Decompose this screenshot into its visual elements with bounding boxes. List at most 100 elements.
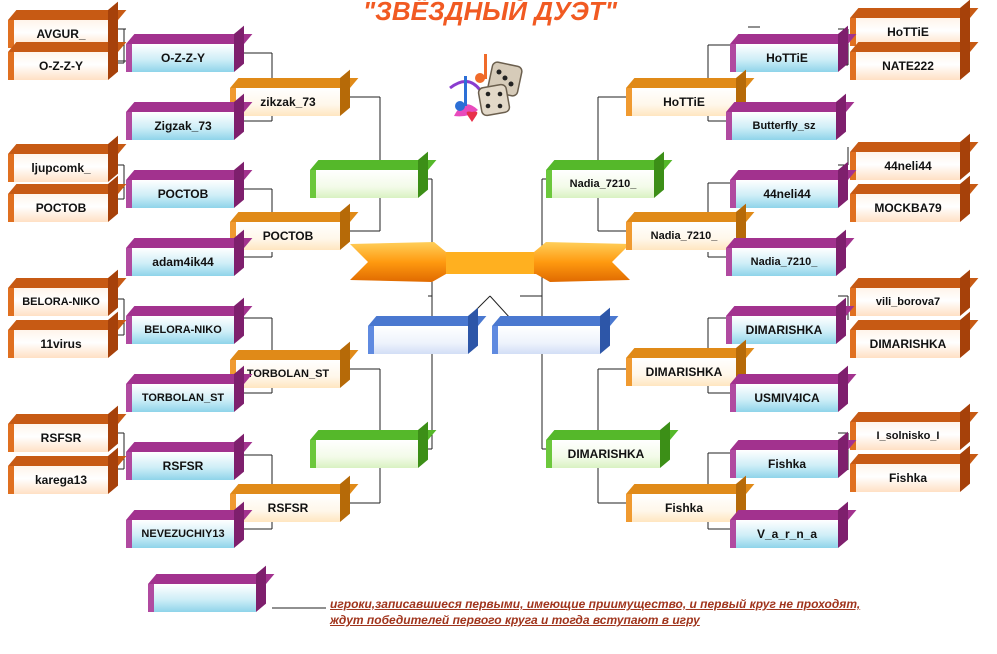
slot-label: NATE222: [850, 52, 960, 80]
bracket-slot: I_solnisko_I: [850, 403, 979, 450]
slot-label: ljupcomk_: [8, 154, 108, 182]
slot-label: [368, 326, 468, 354]
slot-label: NEVEZUCHIY13: [126, 520, 234, 548]
slot-label: 44neli44: [850, 152, 960, 180]
slot-label: vili_borova7: [850, 288, 960, 316]
bracket-slot: TORBOLAN_ST: [230, 341, 359, 388]
slot-side-edge: [600, 307, 610, 354]
slot-label: BELORA-NIKO: [8, 288, 108, 316]
bracket-slot: HoTTiE: [730, 25, 857, 72]
slot-side-edge: [234, 93, 244, 140]
bracket-slot: O-Z-Z-Y: [8, 33, 127, 80]
bracket-slot: [310, 421, 437, 468]
slot-label: Butterfly_sz: [726, 112, 836, 140]
slot-label: Fishka: [626, 494, 736, 522]
slot-side-edge: [838, 161, 848, 208]
bracket-slot: O-Z-Z-Y: [126, 25, 253, 72]
slot-label: RSFSR: [126, 452, 234, 480]
bracket-slot: Nadia_7210_: [726, 229, 855, 276]
slot-label: Nadia_7210_: [726, 248, 836, 276]
slot-label: I_solnisko_I: [850, 422, 960, 450]
bracket-slot: ljupcomk_: [8, 135, 127, 182]
bracket-slot: Nadia_7210_: [546, 151, 673, 198]
slot-side-edge: [256, 565, 266, 612]
bracket-slot: [148, 565, 275, 612]
slot-label: O-Z-Z-Y: [126, 44, 234, 72]
bracket-slot: 11virus: [8, 311, 127, 358]
slot-side-edge: [108, 175, 118, 222]
slot-label: DIMARISHKA: [726, 316, 836, 344]
footnote-line-2: ждут победителей первого круга и тогда в…: [330, 613, 700, 627]
slot-side-edge: [960, 175, 970, 222]
slot-side-edge: [960, 403, 970, 450]
slot-label: DIMARISHKA: [546, 440, 660, 468]
slot-side-edge: [234, 365, 244, 412]
bracket-slot: Fishka: [626, 475, 755, 522]
slot-label: [492, 326, 600, 354]
bracket-slot: РОСТОВ: [230, 203, 359, 250]
slot-label: USMIV4ICA: [730, 384, 838, 412]
slot-label: [310, 440, 418, 468]
bracket-slot: [368, 307, 487, 354]
slot-side-edge: [340, 341, 350, 388]
slot-label: HoTTiE: [730, 44, 838, 72]
slot-label: 11virus: [8, 330, 108, 358]
footnote: игроки,записавшиеся первыми, имеющие при…: [330, 596, 860, 628]
slot-side-edge: [234, 501, 244, 548]
bracket-slot: DIMARISHKA: [546, 421, 679, 468]
slot-label: 44neli44: [730, 180, 838, 208]
slot-label: Nadia_7210_: [546, 170, 654, 198]
slot-side-edge: [838, 365, 848, 412]
slot-side-edge: [960, 445, 970, 492]
bracket-slot: vili_borova7: [850, 269, 979, 316]
page-title: "ЗВЁЗДНЫЙ ДУЭТ": [362, 0, 618, 26]
bracket-slot: TORBOLAN_ST: [126, 365, 253, 412]
bracket-slot: [492, 307, 619, 354]
bracket-slot: DIMARISHKA: [626, 339, 755, 386]
bracket-slot: Zigzak_73: [126, 93, 253, 140]
slot-side-edge: [836, 229, 846, 276]
slot-side-edge: [960, 133, 970, 180]
slot-side-edge: [838, 25, 848, 72]
slot-label: adam4ik44: [126, 248, 234, 276]
slot-label: РОСТОВ: [126, 180, 234, 208]
slot-side-edge: [418, 421, 428, 468]
slot-side-edge: [340, 475, 350, 522]
bracket-slot: NATE222: [850, 33, 979, 80]
slot-side-edge: [234, 229, 244, 276]
bracket-slot: Butterfly_sz: [726, 93, 855, 140]
bracket-slot: Fishka: [850, 445, 979, 492]
bracket-slot: [310, 151, 437, 198]
slot-side-edge: [836, 93, 846, 140]
slot-label: TORBOLAN_ST: [126, 384, 234, 412]
bracket-slot: NEVEZUCHIY13: [126, 501, 253, 548]
bracket-slot: MOCKBA79: [850, 175, 979, 222]
dice-music-icon: [449, 54, 523, 122]
bracket-slot: DIMARISHKA: [726, 297, 855, 344]
bracket-slot: zikzak_73: [230, 69, 359, 116]
slot-label: DIMARISHKA: [850, 330, 960, 358]
slot-side-edge: [960, 33, 970, 80]
slot-label: РОСТОВ: [230, 222, 340, 250]
bracket-slot: RSFSR: [230, 475, 359, 522]
slot-side-edge: [108, 405, 118, 452]
slot-label: DIMARISHKA: [626, 358, 736, 386]
slot-label: РОСТОВ: [8, 194, 108, 222]
slot-side-edge: [654, 151, 664, 198]
slot-label: [310, 170, 418, 198]
slot-label: O-Z-Z-Y: [8, 52, 108, 80]
slot-side-edge: [468, 307, 478, 354]
bracket-slot: HoTTiE: [626, 69, 755, 116]
slot-label: Fishka: [730, 450, 838, 478]
slot-side-edge: [960, 269, 970, 316]
slot-side-edge: [108, 33, 118, 80]
slot-label: Nadia_7210_: [626, 222, 736, 250]
bracket-slot: V_a_r_n_a: [730, 501, 857, 548]
slot-side-edge: [660, 421, 670, 468]
bracket-slot: 44neli44: [850, 133, 979, 180]
slot-side-edge: [234, 433, 244, 480]
bracket-slot: HoTTiE: [850, 0, 979, 46]
bracket-slot: RSFSR: [8, 405, 127, 452]
bracket-slot: USMIV4ICA: [730, 365, 857, 412]
slot-side-edge: [418, 151, 428, 198]
